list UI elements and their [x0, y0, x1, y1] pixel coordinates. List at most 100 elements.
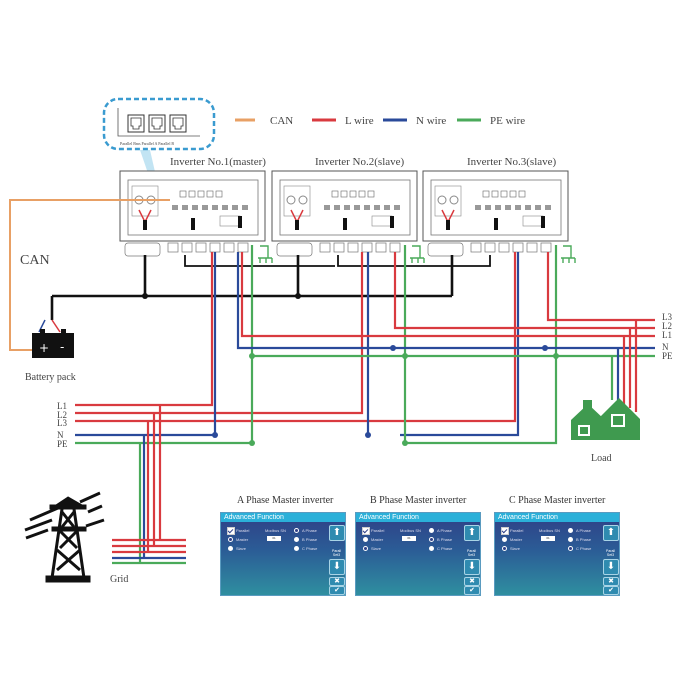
inverter-2-title: Inverter No.2(slave) — [315, 156, 405, 168]
battery-plus: + — [39, 341, 49, 355]
master-radio[interactable] — [363, 537, 368, 542]
grid-feed-l — [112, 538, 186, 554]
panel-side-buttons: ⬆ Parall Set3 ⬇ ✖ ✔ — [329, 523, 345, 595]
slave-radio[interactable] — [363, 546, 368, 551]
load-bus-l3: L3 — [662, 312, 672, 322]
load-bus-l1: L1 — [662, 330, 672, 340]
slave-radio[interactable] — [228, 546, 233, 551]
junction-dot — [365, 432, 371, 438]
master-radio[interactable] — [502, 537, 507, 542]
junction-dot — [553, 353, 559, 359]
grid-l2 — [75, 252, 364, 415]
battery-sense-wire — [184, 255, 491, 267]
modbus-sn-input[interactable]: 01 — [541, 536, 555, 541]
confirm-button[interactable]: ✔ — [329, 586, 345, 595]
load-n — [236, 252, 655, 350]
panel-side-buttons: ⬆ Parall Set3 ⬇ ✖ ✔ — [464, 523, 480, 595]
phase-option-label: A Phase — [437, 528, 452, 533]
phase-radio[interactable] — [294, 537, 299, 542]
load-label: Load — [591, 453, 612, 464]
junction-dot — [542, 345, 548, 351]
slave-radio[interactable] — [502, 546, 507, 551]
up-arrow-button[interactable]: ⬆ — [603, 525, 619, 541]
grid-bus-pe: PE — [57, 439, 68, 449]
phase-radio[interactable] — [429, 537, 434, 542]
phase-option-label: C Phase — [576, 546, 592, 551]
phase-option-label: C Phase — [437, 546, 453, 551]
junction-dot — [390, 345, 396, 351]
rj45-port-icon — [169, 114, 187, 133]
parallel-port-callout: Parallel Bms Parallel A Parallel B — [102, 97, 216, 185]
cancel-button[interactable]: ✖ — [603, 577, 619, 586]
advanced-function-panel: Advanced Function Parallel Master Slave … — [220, 512, 346, 596]
can-cable — [9, 199, 170, 351]
cancel-button[interactable]: ✖ — [329, 577, 345, 586]
grid-bus-n: N — [57, 430, 64, 440]
ground-icon — [258, 245, 273, 263]
panel-c-caption: C Phase Master inverter — [509, 495, 606, 506]
down-arrow-button[interactable]: ⬇ — [329, 559, 345, 575]
phase-radio[interactable] — [294, 546, 299, 551]
grid-l1 — [75, 252, 214, 407]
ground-icon — [410, 245, 425, 263]
load-l1 — [240, 252, 655, 338]
grid-bus-l3: L3 — [57, 418, 67, 428]
inverter-3-title: Inverter No.3(slave) — [467, 156, 557, 168]
legend-label-can: CAN — [270, 115, 293, 127]
parallel-checkbox[interactable] — [362, 527, 370, 535]
load-bus-n: N — [662, 342, 669, 352]
phase-radio[interactable] — [294, 528, 299, 533]
phase-radio[interactable] — [568, 546, 573, 551]
phase-option-label: B Phase — [437, 537, 453, 542]
down-arrow-button[interactable]: ⬇ — [603, 559, 619, 575]
advanced-function-panel: Advanced Function Parallel Master Slave … — [355, 512, 481, 596]
parallel-set-label: Parall Set3 — [332, 549, 341, 557]
load-bus-pe: PE — [662, 351, 673, 361]
grid-l3 — [75, 252, 517, 423]
up-arrow-button[interactable]: ⬆ — [464, 525, 480, 541]
master-label: Master — [510, 537, 523, 542]
slave-label: Slave — [236, 546, 247, 551]
phase-radio[interactable] — [429, 528, 434, 533]
battery-label: Battery pack — [25, 372, 76, 383]
phase-radio[interactable] — [429, 546, 434, 551]
junction-dot — [249, 353, 255, 359]
master-radio[interactable] — [228, 537, 233, 542]
load-l3 — [546, 252, 655, 322]
down-arrow-button[interactable]: ⬇ — [464, 559, 480, 575]
phase-option-label: B Phase — [576, 537, 592, 542]
parallel-label: Parallel — [236, 528, 250, 533]
inverter-1-title: Inverter No.1(master) — [170, 156, 266, 168]
panel-side-buttons: ⬆ Parall Set3 ⬇ ✖ ✔ — [603, 523, 619, 595]
modbus-label: Modbus SN — [400, 528, 421, 533]
confirm-button[interactable]: ✔ — [603, 586, 619, 595]
legend-label-l: L wire — [345, 115, 374, 127]
phase-radio[interactable] — [568, 537, 573, 542]
parallel-checkbox[interactable] — [227, 527, 235, 535]
parallel-checkbox[interactable] — [501, 527, 509, 535]
junction-dot — [402, 353, 408, 359]
modbus-sn-input[interactable]: 01 — [402, 536, 416, 541]
up-arrow-button[interactable]: ⬆ — [329, 525, 345, 541]
slave-label: Slave — [510, 546, 521, 551]
legend: CAN L wire N wire PE wire — [235, 115, 525, 127]
modbus-label: Modbus SN — [265, 528, 286, 533]
parallel-label: Parallel — [371, 528, 385, 533]
phase-radio[interactable] — [568, 528, 573, 533]
modbus-sn-input[interactable]: 01 — [267, 536, 281, 541]
grid-label: Grid — [110, 574, 128, 585]
cancel-button[interactable]: ✖ — [464, 577, 480, 586]
dc-bus — [50, 255, 454, 320]
master-label: Master — [371, 537, 384, 542]
battery-minus: - — [60, 340, 64, 354]
confirm-button[interactable]: ✔ — [464, 586, 480, 595]
inverter-unit — [422, 170, 576, 263]
panel-title: Advanced Function — [356, 513, 480, 522]
load-drop-l — [622, 320, 638, 412]
panel-a-caption: A Phase Master inverter — [237, 495, 334, 506]
phase-option-label: A Phase — [576, 528, 591, 533]
slave-label: Slave — [371, 546, 382, 551]
parallel-label: Parallel — [510, 528, 524, 533]
load-l2 — [393, 252, 655, 330]
